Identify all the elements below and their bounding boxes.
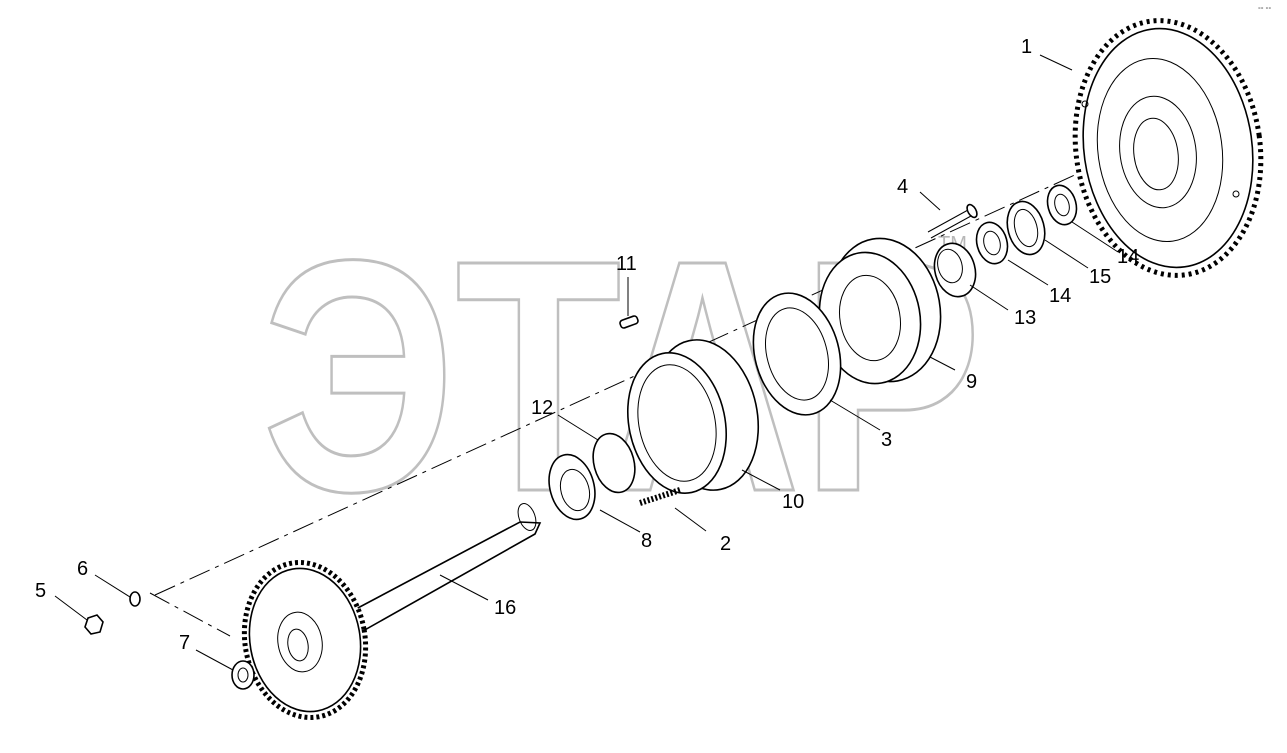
callout-14-inner: 14 (1049, 285, 1071, 307)
nut-part-5 (84, 614, 104, 635)
bearing-part-7 (231, 660, 255, 690)
callout-12: 12 (531, 397, 553, 419)
callout-1: 1 (1021, 36, 1032, 58)
bearing-part-14-outer (1046, 184, 1078, 226)
callout-13: 13 (1014, 307, 1036, 329)
large-gear-part-1 (1072, 18, 1264, 278)
bolt-part-4 (927, 203, 978, 239)
washer-part-6 (129, 591, 141, 607)
callout-6: 6 (77, 558, 88, 580)
snap-ring-part-12 (592, 432, 636, 494)
callout-5: 5 (35, 580, 46, 602)
bushing-part-13 (933, 242, 977, 298)
washer-part-8 (548, 453, 596, 521)
callout-10: 10 (782, 491, 804, 513)
pin-part-11 (619, 315, 639, 329)
clutch-drum-part-10 (626, 339, 760, 494)
callout-8: 8 (641, 530, 652, 552)
callout-15: 15 (1089, 266, 1111, 288)
callout-14-outer: 14 (1117, 246, 1139, 268)
callout-4: 4 (897, 176, 908, 198)
spring-part-2 (639, 487, 681, 506)
callout-7: 7 (179, 632, 190, 654)
bearing-part-14-inner (975, 221, 1009, 265)
leader-lines (54, 54, 1119, 671)
hub-part-9 (818, 237, 942, 385)
secondary-axis (149, 592, 231, 637)
friction-disc-part-3 (752, 292, 842, 416)
callout-11: 11 (616, 253, 637, 275)
callout-3: 3 (881, 429, 892, 451)
callout-16: 16 (494, 597, 516, 619)
callout-9: 9 (966, 371, 977, 393)
washer-part-15 (1006, 200, 1046, 256)
corner-mark: °° °° (1258, 6, 1271, 14)
callout-2: 2 (720, 533, 731, 555)
callout-labels: 1 2 3 4 5 6 7 8 9 10 11 12 13 14 14 15 1… (35, 36, 1139, 654)
small-gear-on-shaft (241, 559, 369, 721)
